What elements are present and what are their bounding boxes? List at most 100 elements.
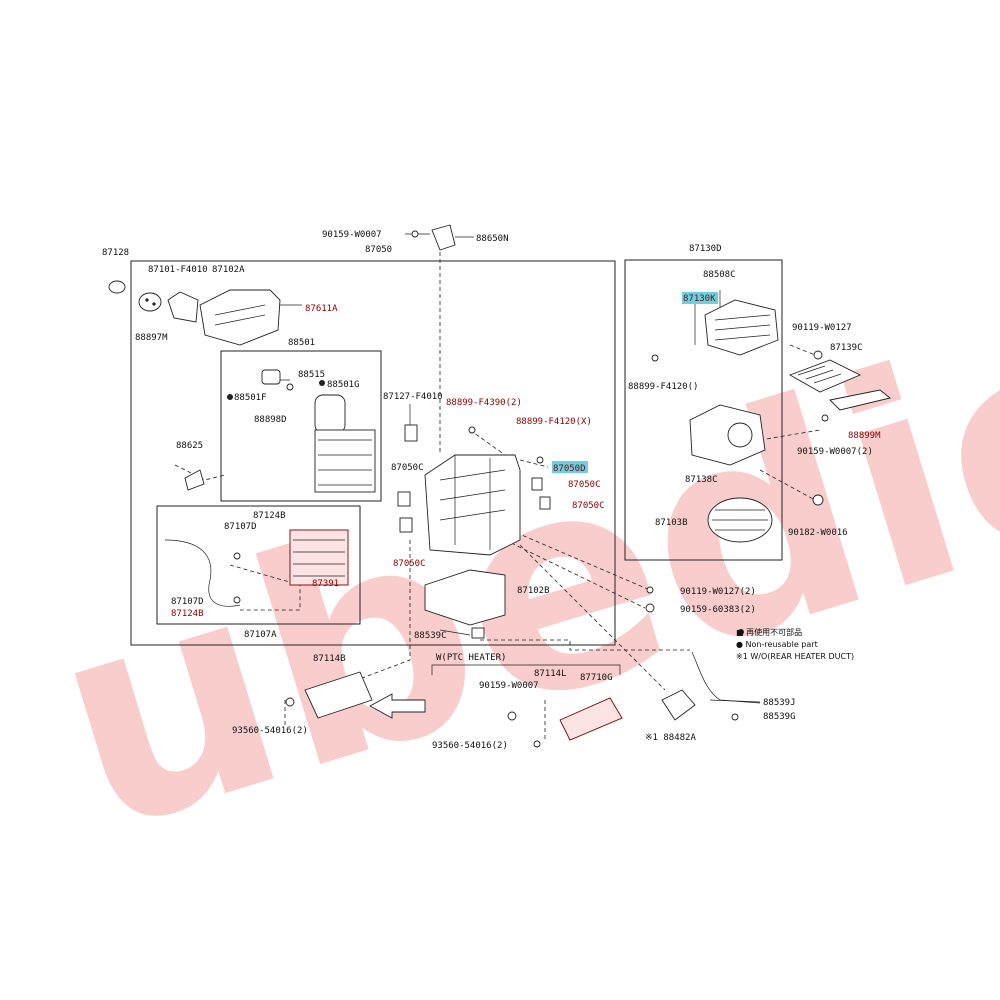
leader-line xyxy=(229,564,301,611)
legend-line-3: ※1 W/O(REAR HEATER DUCT) xyxy=(736,652,854,661)
part-87050c-clip-icon xyxy=(397,477,551,533)
label-88508c: 88508C xyxy=(703,270,736,280)
label-90182-w0016: 90182-W0016 xyxy=(788,528,848,538)
label-88650n: 88650N xyxy=(476,234,509,244)
label-88899m: 88899M xyxy=(848,431,881,441)
label-87611a: 87611A xyxy=(305,304,338,314)
part-87139c-filter-icon xyxy=(788,359,862,393)
part-87710g-heater-icon xyxy=(559,697,623,741)
part-evaporator-icon xyxy=(314,429,376,493)
part-88899m-strip-icon xyxy=(829,389,891,411)
legend-line-2: ● Non-reusable part xyxy=(736,640,818,649)
label-87050c-2: 87050C xyxy=(568,480,601,490)
label-w-ptc-heater: W(PTC HEATER) xyxy=(436,653,506,663)
label-90119-w0127: 90119-W0127 xyxy=(792,323,852,333)
label-87124b: 87124B xyxy=(253,511,286,521)
leader-line xyxy=(439,629,471,636)
label-88539g: 88539G xyxy=(763,712,796,722)
label-87710g: 87710G xyxy=(580,673,613,683)
part-88898d-seal-icon xyxy=(314,394,346,434)
label-87050: 87050 xyxy=(365,245,392,255)
legend: ■ 再使用不可部品 ● Non-reusable part ※1 W/O(REA… xyxy=(736,627,854,661)
part-87102b-case-icon xyxy=(424,569,506,626)
label-87101-f4010: 87101-F4010 xyxy=(148,265,208,275)
label-87139c: 87139C xyxy=(830,343,863,353)
part-main-unit-icon xyxy=(424,454,521,556)
main-unit-box xyxy=(130,260,616,646)
legend-line-1: ■ 再使用不可部品 xyxy=(736,627,802,637)
highlight-87130k xyxy=(682,292,718,304)
label-93560-54016-a: 93560-54016(2) xyxy=(232,726,308,736)
part-88650n-bracket-icon xyxy=(431,224,456,251)
ptc-bracket xyxy=(431,664,621,675)
part-87102a-housing-icon xyxy=(199,289,281,346)
label-90159-60383: 90159-60383(2) xyxy=(680,605,756,615)
label-87130k: 87130K xyxy=(683,294,716,304)
label-87103b: 87103B xyxy=(655,518,688,528)
part-87127-sensor-icon xyxy=(404,424,418,442)
part-88897m-icon xyxy=(138,292,162,312)
label-93560-54016-b: 93560-54016(2) xyxy=(432,741,508,751)
part-88539j-hose-icon xyxy=(691,651,761,704)
part-88515-valve-icon xyxy=(261,369,281,385)
heater-core-box xyxy=(156,505,361,625)
part-88625-sensor-icon xyxy=(184,469,205,491)
label-87114l: 87114L xyxy=(534,669,567,679)
label-88539c: 88539C xyxy=(414,631,447,641)
direction-arrow-icon xyxy=(369,693,426,719)
label-87391: 87391 xyxy=(312,579,339,589)
leader-line xyxy=(519,544,666,691)
label-87107a: 87107A xyxy=(244,630,277,640)
part-blower-case-icon xyxy=(704,299,779,356)
label-88482a: ※1 88482A xyxy=(645,733,696,743)
part-pipe-icon xyxy=(164,539,241,607)
label-87138c: 87138C xyxy=(685,475,718,485)
label-87114b: 87114B xyxy=(313,654,346,664)
part-fastener-icons xyxy=(227,230,829,748)
label-88625: 88625 xyxy=(176,441,203,451)
label-87127-f4010: 87127-F4010 xyxy=(383,392,443,402)
leader-line xyxy=(759,429,821,441)
label-87107d-1: 87107D xyxy=(224,522,257,532)
label-87128: 87128 xyxy=(102,248,129,258)
label-90159-w0007-2: 90159-W0007(2) xyxy=(797,447,873,457)
label-88501g: 88501G xyxy=(327,380,360,390)
leader-line xyxy=(469,429,506,456)
label-87130d: 87130D xyxy=(689,244,722,254)
leader-line xyxy=(759,469,816,501)
highlight-87050d xyxy=(552,461,588,473)
part-heater-core-icon xyxy=(289,529,349,586)
label-88897m: 88897M xyxy=(135,333,168,343)
leader-line xyxy=(789,344,816,356)
label-88501: 88501 xyxy=(288,338,315,348)
label-87050c-4: 87050C xyxy=(393,559,426,569)
label-88899-f4390: 88899-F4390(2) xyxy=(446,398,522,408)
part-87101-bracket-icon xyxy=(167,291,199,323)
label-88515: 88515 xyxy=(298,370,325,380)
label-87124b-2: 87124B xyxy=(171,609,204,619)
label-90159-w0007-b: 90159-W0007 xyxy=(479,681,539,691)
part-87103b-fan-icon xyxy=(707,497,773,543)
label-87102b: 87102B xyxy=(517,586,550,596)
label-88898d: 88898D xyxy=(254,415,287,425)
part-87128-icon xyxy=(108,280,126,294)
label-88539j: 88539J xyxy=(763,698,796,708)
label-87050c-1: 87050C xyxy=(391,463,424,473)
label-87102a: 87102A xyxy=(212,265,245,275)
leader-line xyxy=(480,639,690,651)
label-88899-f4120x: 88899-F4120(X) xyxy=(516,417,592,427)
evaporator-box xyxy=(220,350,382,502)
part-88482a-duct-icon xyxy=(661,689,696,721)
part-87114b-duct-icon xyxy=(304,671,373,719)
leader-line xyxy=(519,459,549,468)
part-87138c-blower-housing-icon xyxy=(689,404,766,466)
label-87050d: 87050D xyxy=(553,464,586,474)
label-87050c-3: 87050C xyxy=(572,501,605,511)
label-90119-w0127-2: 90119-W0127(2) xyxy=(680,587,756,597)
part-88539c-clip-icon xyxy=(471,627,485,639)
label-88501f: 88501F xyxy=(234,393,267,403)
blower-box xyxy=(624,259,783,561)
label-88899-f4120o: 88899-F4120() xyxy=(628,382,698,392)
